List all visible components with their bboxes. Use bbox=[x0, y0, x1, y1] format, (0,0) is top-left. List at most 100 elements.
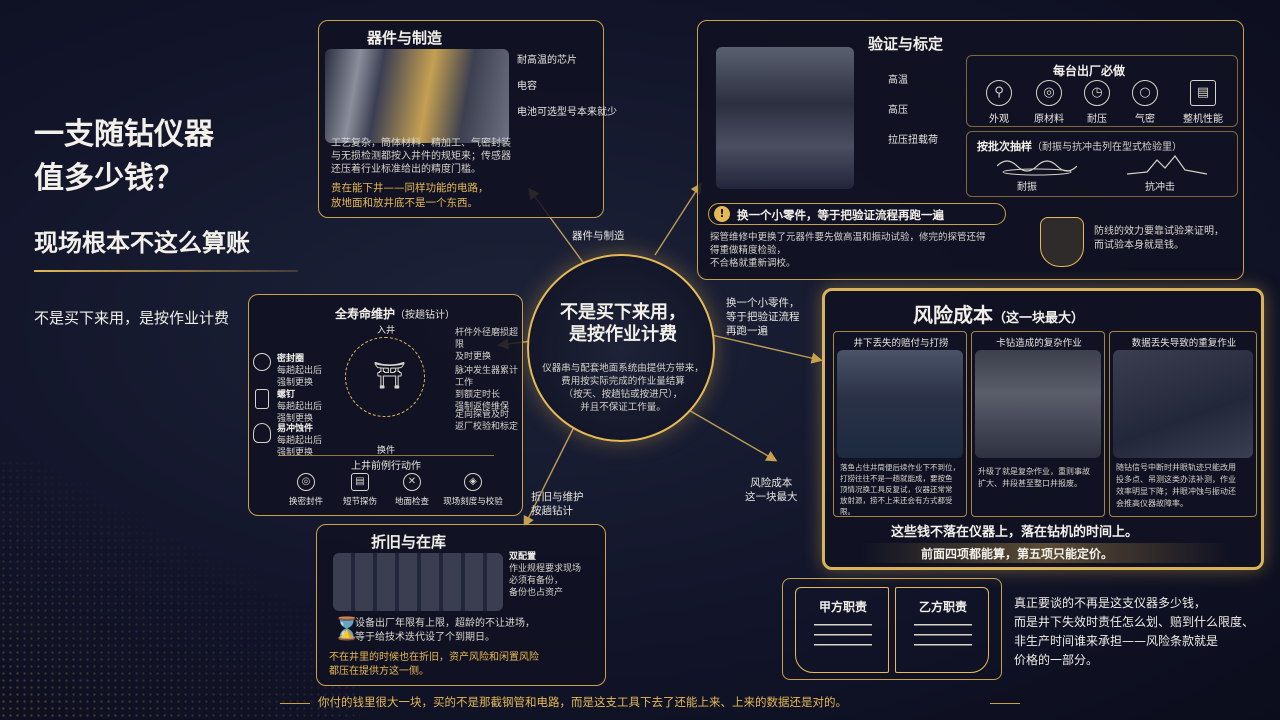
pressure-check: ◷耐压 bbox=[1077, 80, 1117, 125]
rule-screw: 螺钉每趟起出后强制更换 bbox=[277, 390, 323, 424]
must-do-title: 每台出厂必做 bbox=[1053, 64, 1126, 78]
manufacture-card: 器件与制造 耐高温的芯片 电容 电池可选型号本来就少 工艺复杂，筒体材料、精加工… bbox=[318, 20, 617, 218]
manufacture-title: 器件与制造 bbox=[367, 29, 443, 47]
depreciation-title: 折旧与在库 bbox=[371, 533, 447, 551]
warning-icon: ! bbox=[714, 206, 730, 222]
batch-vibration: 耐振 bbox=[1017, 182, 1037, 193]
arrow-label-manufacture: 器件与制造 bbox=[572, 230, 625, 242]
depreciation-card: 折旧与在库 双配置作业规程要求现场必须有备份，备份也占资产 ⌛ 设备出厂年限有上… bbox=[316, 524, 606, 686]
monitor-icon: ▤ bbox=[1190, 80, 1216, 106]
shield-note: 防线的效力要靠试验来证明，而试验本身就是钱。 bbox=[1094, 226, 1224, 251]
party-a-label: 甲方职责 bbox=[818, 600, 867, 614]
tag-high-pressure: 高压 bbox=[888, 105, 908, 116]
batch-sample-box: 按批次抽样（耐振与抗冲击列在型式检验里） 耐振 抗冲击 bbox=[966, 131, 1238, 197]
shock-icon bbox=[1127, 155, 1207, 175]
appearance-check: ⚲外观 bbox=[979, 80, 1019, 125]
contract-note: 真正要谈的不再是这支仪器多少钱，而是井下失效时责任怎么划、赔到什么限度、非生产时… bbox=[1014, 596, 1255, 667]
roll-icon: ◎ bbox=[1036, 80, 1062, 106]
rule-wear: 杆件外径磨损超限及时更换 bbox=[455, 328, 519, 362]
verify-title: 验证与标定 bbox=[868, 35, 944, 53]
shield-coins-icon bbox=[1040, 217, 1084, 267]
tag-load: 拉压扭载荷 bbox=[888, 135, 938, 146]
wrench-icon: ✕ bbox=[403, 473, 421, 491]
lifecycle-card: 全寿命维护（按趟钻计） 入井 ⛩ 换件 杆件外径磨损超限及时更换 脉冲发生器累计… bbox=[248, 294, 523, 516]
vibration-icon bbox=[997, 160, 1077, 176]
dual-config-note: 双配置作业规程要求现场必须有备份，备份也占资产 bbox=[509, 552, 582, 598]
main-title-line1: 一支随钻仪器 bbox=[34, 117, 214, 152]
cycle-bottom-label: 换件 bbox=[377, 446, 396, 456]
center-desc: 仪器串与配套地面系统由提供方带来，费用按实际完成的作业量结算（按天、按趟钻或按进… bbox=[542, 363, 704, 413]
subtitle: 不是买下来用，是按作业计费 bbox=[34, 309, 230, 327]
risk-panel-stuck: 卡钻造成的复杂作业 升级了就是复杂作业，重则事故扩大、井段甚至整口井报废。 bbox=[971, 331, 1105, 517]
maintenance-cycle-ring bbox=[345, 337, 425, 417]
action-title: 上井前例行动作 bbox=[351, 461, 421, 472]
risk-summary-1: 这些钱不落在仪器上，落在钻机的时间上。 bbox=[891, 525, 1139, 540]
footer-line-right bbox=[990, 703, 1020, 704]
rule-seal: 密封圈每趟起出后强制更换 bbox=[277, 354, 323, 388]
contract-book: 甲方职责 乙方职责 bbox=[782, 578, 1002, 680]
arrow-label-risk: 风险成本这一块最大 bbox=[745, 477, 798, 503]
depreciation-highlight: 不在井里的时候也在折旧，资产风险和闲置风险都压在提供方这一侧。 bbox=[329, 652, 539, 677]
signal-loss-image bbox=[1113, 350, 1253, 458]
screw-icon bbox=[255, 389, 269, 409]
book-left-page: 甲方职责 bbox=[795, 587, 889, 673]
main-title-line2: 值多少钱？ bbox=[34, 161, 184, 196]
action-replace-seals: ◎换密封件 bbox=[281, 473, 331, 507]
action-divider bbox=[279, 455, 494, 456]
risk-summary-band bbox=[861, 543, 1231, 563]
must-do-box: 每台出厂必做 ⚲外观 ◎原材料 ◷耐压 ○气密 ▤整机性能 bbox=[966, 55, 1238, 127]
risk-card: 风险成本（这一块最大） 井下丢失的赔付与打捞 落鱼占住井筒便后续作业下不到位，打… bbox=[822, 288, 1264, 570]
rule-erosion: 易冲蚀件每趟起出后强制更换 bbox=[277, 424, 323, 458]
test-rig-image bbox=[716, 47, 854, 189]
ring-icon: ○ bbox=[1132, 80, 1158, 106]
tool-rack-image bbox=[333, 553, 503, 611]
stuck-pipe-image bbox=[975, 350, 1101, 458]
arrow-label-verify: 换一个小零件，等于把验证流程再跑一遍 bbox=[726, 297, 800, 337]
material-check: ◎原材料 bbox=[1029, 80, 1069, 125]
book-right-page: 乙方职责 bbox=[895, 587, 989, 673]
action-inspection: ▤短节探伤 bbox=[335, 473, 385, 507]
performance-check: ▤整机性能 bbox=[1175, 80, 1231, 125]
seal-icon: ◎ bbox=[297, 473, 315, 491]
verify-card: 验证与标定 高温 高压 拉压扭载荷 每台出厂必做 ⚲外观 ◎原材料 ◷耐压 ○气… bbox=[697, 20, 1244, 280]
tag-chip: 耐高温的芯片 bbox=[517, 55, 577, 66]
manufacture-highlight: 贵在能下井——同样功能的电路，放地面和放井底不是一个东西。 bbox=[331, 182, 489, 209]
risk-title: 风险成本（这一块最大） bbox=[913, 303, 1085, 327]
footer-line-left bbox=[280, 703, 310, 704]
depreciation-desc: 设备出厂年限有上限，超龄的不让进场，等于给技术迭代设了个到期日。 bbox=[355, 618, 535, 643]
verify-desc: 探管维修中更换了元器件要先做高温和振动试验，修完的探管还得得重做精度检验，不合格… bbox=[710, 232, 986, 269]
lifecycle-title: 全寿命维护（按趟钻计） bbox=[335, 307, 456, 321]
tag-capacitor: 电容 bbox=[517, 81, 537, 92]
hourglass-icon: ⌛ bbox=[333, 617, 361, 642]
action-calibration: ◈现场刻度与校验 bbox=[435, 473, 511, 507]
airtight-check: ○气密 bbox=[1125, 80, 1165, 125]
center-circle: 不是买下来用，是按作业计费 仪器串与配套地面系统由提供方带来，费用按实际完成的作… bbox=[527, 254, 715, 442]
footer-text: 你付的钱里很大一块，买的不是那截钢管和电路，而是这支工具下去了还能上来、上来的数… bbox=[318, 695, 847, 709]
main-title-line3: 现场根本不这么算账 bbox=[34, 229, 250, 257]
arrow-label-depreciation: 折旧与维护按趟钻计 bbox=[531, 491, 584, 517]
derrick-icon: ⛩ bbox=[373, 361, 407, 391]
tag-high-temp: 高温 bbox=[888, 75, 908, 86]
batch-title: 按批次抽样（耐振与抗冲击列在型式检验里） bbox=[977, 140, 1182, 153]
nozzle-icon bbox=[253, 423, 271, 443]
warning-pill: ! 换一个小零件，等于把验证流程再跑一遍 bbox=[708, 203, 1006, 225]
tag-battery: 电池可选型号本来就少 bbox=[517, 107, 617, 118]
seal-ring-icon bbox=[253, 353, 271, 371]
cycle-top-label: 入井 bbox=[377, 326, 396, 336]
batch-shock: 抗冲击 bbox=[1145, 182, 1175, 193]
risk-summary-2: 前面四项都能算，第五项只能定价。 bbox=[921, 547, 1114, 561]
risk-panel-data-loss: 数据丢失导致的重复作业 随钻信号中断时井眼轨迹只能改用投多点、吊测这类办法补测，… bbox=[1109, 331, 1257, 517]
gauge-icon: ◷ bbox=[1084, 80, 1110, 106]
action-ground-check: ✕地面检查 bbox=[387, 473, 437, 507]
party-b-label: 乙方职责 bbox=[918, 600, 967, 614]
title-divider bbox=[34, 270, 298, 272]
calibration-icon: ◈ bbox=[464, 473, 482, 491]
rule-pulser: 脉冲发生器累计工作到额定时长强制返修维保 bbox=[455, 366, 519, 412]
tool-cutaway-image bbox=[325, 49, 509, 143]
risk-panel-lost: 井下丢失的赔付与打捞 落鱼占住井筒便后续作业下不到位，打捞往往不是一趟就能成，要… bbox=[833, 331, 967, 517]
rule-probe: 定向探管及时返厂校验和标定 bbox=[455, 410, 519, 432]
manufacture-desc: 工艺复杂，筒体材料、精加工、气密封装与无损检测都按入井件的规矩来；传感器还压着行… bbox=[331, 138, 511, 175]
magnifier-icon: ⚲ bbox=[986, 80, 1012, 106]
clipboard-icon: ▤ bbox=[351, 473, 369, 491]
party-a-lines bbox=[814, 624, 872, 654]
